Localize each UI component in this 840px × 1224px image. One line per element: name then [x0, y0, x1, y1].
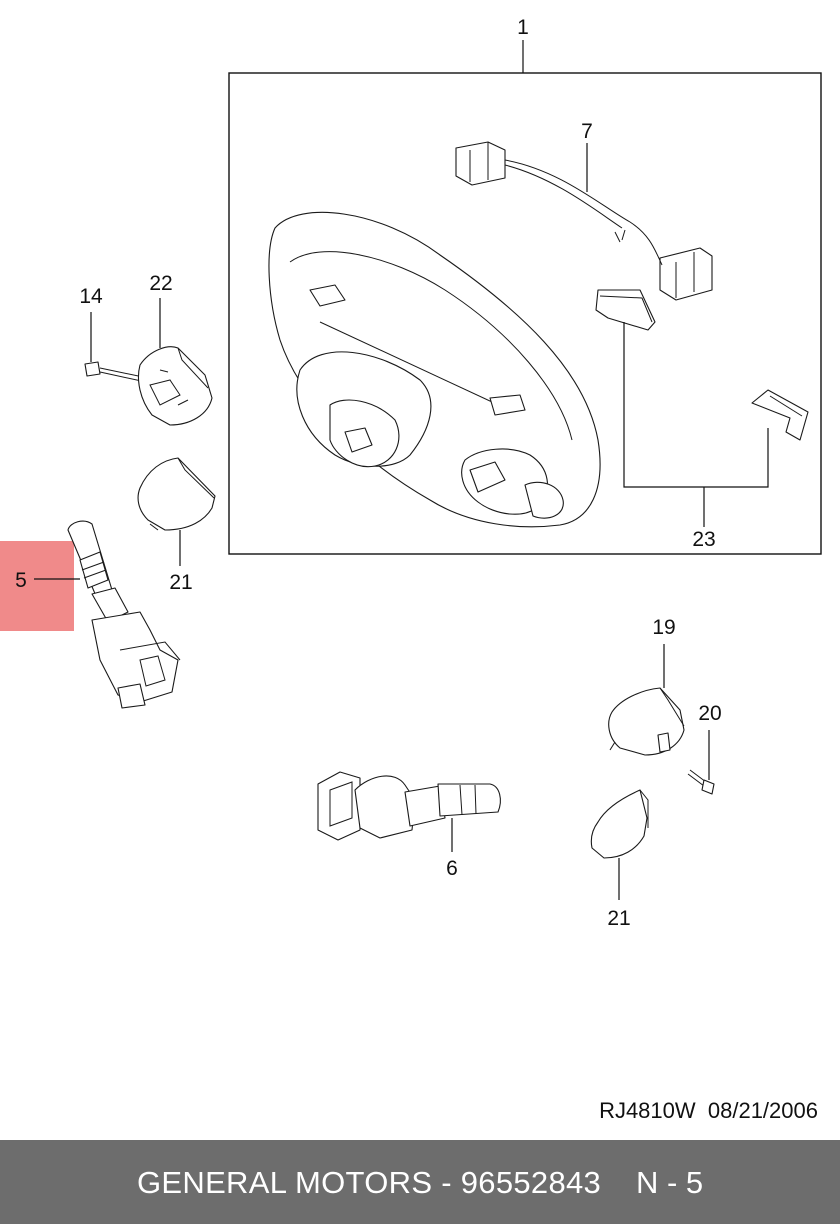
trim-clip-left[interactable] — [595, 289, 656, 331]
callout-7: 7 — [581, 120, 593, 143]
cover-21-lower[interactable] — [590, 789, 649, 859]
wiper-switch[interactable] — [317, 771, 501, 841]
footer-bar: GENERAL MOTORS - 96552843 N - 5 — [0, 1140, 840, 1224]
drawing-code: RJ4810W 08/21/2006 — [599, 1098, 818, 1123]
callout-21-upper: 21 — [169, 571, 192, 594]
callout-20: 20 — [698, 702, 721, 725]
highlight-marker — [0, 541, 74, 631]
screw-20[interactable] — [687, 769, 715, 795]
airbag-wire-harness[interactable] — [455, 141, 713, 301]
switch-bracket-22[interactable] — [137, 346, 213, 426]
steering-wheel-assembly-frame — [228, 72, 822, 555]
footer-brand-part-number: GENERAL MOTORS - 96552843 — [137, 1165, 602, 1200]
callout-21-lower: 21 — [607, 907, 630, 930]
switch-bracket-19[interactable] — [608, 687, 685, 756]
callout-23: 23 — [692, 528, 715, 551]
steering-wheel[interactable] — [268, 211, 601, 528]
footer-page-ref: N - 5 — [636, 1165, 704, 1200]
callout-6: 6 — [446, 857, 458, 880]
callout-19: 19 — [652, 616, 675, 639]
cover-21-upper[interactable] — [137, 457, 216, 531]
callout-1: 1 — [517, 16, 529, 39]
turn-signal-switch[interactable] — [67, 520, 181, 709]
parts-diagram: 1 7 14 22 21 23 5 19 20 6 21 — [15, 16, 822, 930]
trim-clip-right[interactable] — [751, 389, 809, 441]
callout-14: 14 — [79, 285, 103, 308]
callout-22: 22 — [149, 272, 172, 295]
callout-5: 5 — [15, 569, 27, 592]
